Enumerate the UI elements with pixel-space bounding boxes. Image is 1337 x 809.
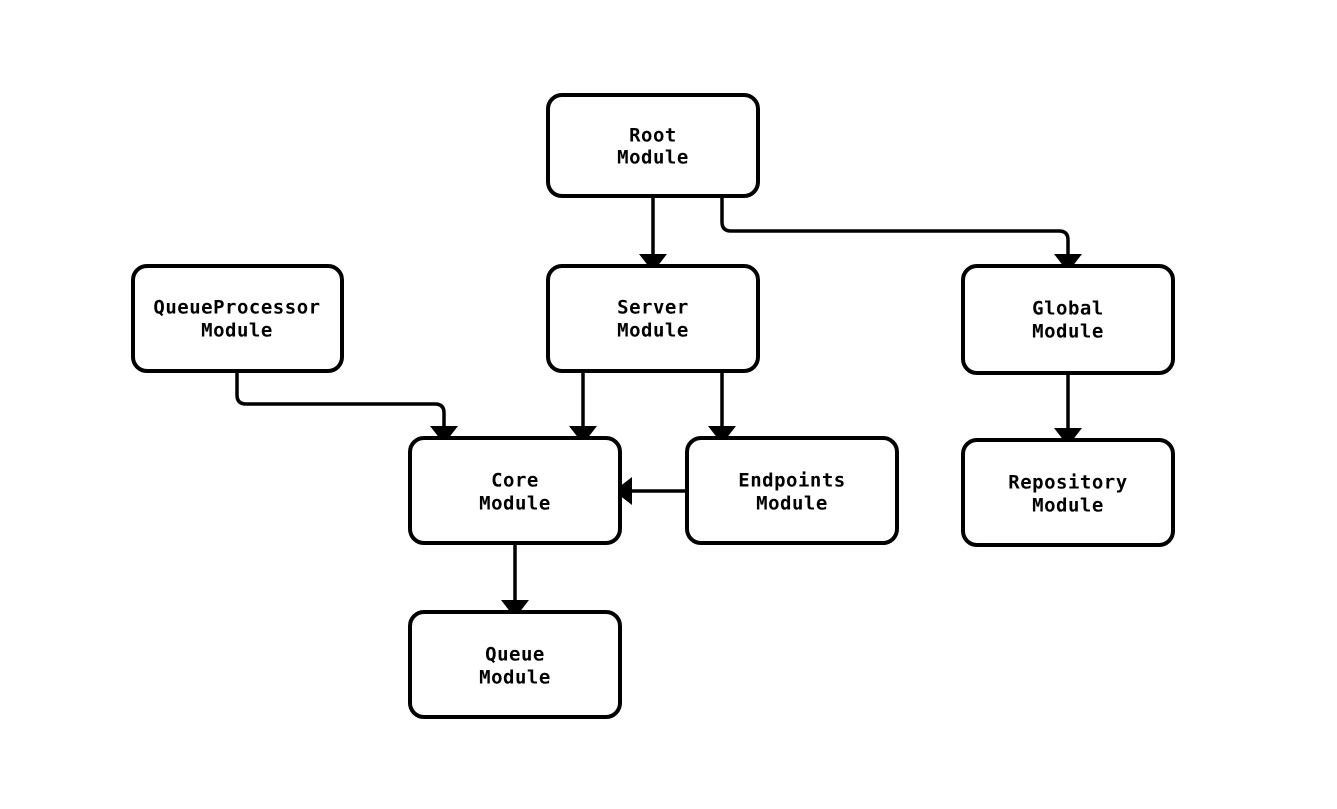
edge-server-to-core [569, 371, 597, 444]
node-root-module-label-line1: Root [629, 125, 677, 147]
node-repository-module-label-line2: Module [1032, 495, 1104, 517]
node-server-module-label-line1: Server [617, 297, 689, 319]
edge-global-to-repository [1054, 373, 1082, 446]
edge-queueprocessor-to-core-line [235, 371, 446, 426]
node-root-module-label-line2: Module [617, 147, 689, 169]
node-endpoints-module-box[interactable] [685, 436, 899, 545]
edge-layer [235, 196, 1082, 618]
node-server-module[interactable]: Server Module [546, 264, 760, 373]
node-global-module-box[interactable] [961, 264, 1175, 375]
edge-root-to-global-arrowhead [1054, 254, 1082, 272]
node-queue-module-box[interactable] [408, 610, 622, 719]
edge-endpoints-to-core-arrowhead [614, 477, 632, 505]
edge-root-to-server-arrowhead [639, 254, 667, 272]
edge-server-to-core-arrowhead [569, 426, 597, 444]
node-core-module[interactable]: Core Module [408, 436, 622, 545]
node-endpoints-module-label-line2: Module [756, 493, 828, 515]
node-queue-module-label-line2: Module [479, 667, 551, 689]
edge-endpoints-to-core [614, 477, 687, 505]
node-queueprocessor-module[interactable]: QueueProcessor Module [131, 264, 344, 373]
edge-server-to-endpoints-arrowhead [708, 426, 736, 444]
node-queueprocessor-module-box[interactable] [131, 264, 344, 373]
node-layer: Root Module QueueProcessor Module Server… [131, 93, 1175, 719]
node-repository-module-label-line1: Repository [1008, 472, 1127, 494]
edge-queueprocessor-to-core-arrowhead [430, 426, 458, 444]
node-queueprocessor-module-label-line1: QueueProcessor [153, 297, 320, 319]
node-global-module[interactable]: Global Module [961, 264, 1175, 375]
node-endpoints-module-label-line1: Endpoints [738, 470, 845, 492]
node-repository-module-box[interactable] [961, 438, 1175, 547]
node-core-module-label-line1: Core [491, 470, 539, 492]
node-endpoints-module[interactable]: Endpoints Module [685, 436, 899, 545]
edge-core-to-queue [501, 543, 529, 618]
edge-server-to-endpoints [708, 371, 736, 444]
node-root-module[interactable]: Root Module [546, 93, 760, 198]
edge-global-to-repository-arrowhead [1054, 428, 1082, 446]
node-server-module-label-line2: Module [617, 320, 689, 342]
node-core-module-label-line2: Module [479, 493, 551, 515]
edge-root-to-global-line [720, 196, 1070, 254]
node-global-module-label-line1: Global [1032, 298, 1104, 320]
edge-root-to-server [639, 196, 667, 272]
edge-queueprocessor-to-core [235, 371, 458, 444]
node-global-module-label-line2: Module [1032, 321, 1104, 343]
node-core-module-box[interactable] [408, 436, 622, 545]
node-root-module-box[interactable] [546, 93, 760, 198]
edge-core-to-queue-arrowhead [501, 600, 529, 618]
node-repository-module[interactable]: Repository Module [961, 438, 1175, 547]
node-queue-module-label-line1: Queue [485, 644, 545, 666]
node-server-module-box[interactable] [546, 264, 760, 373]
node-queue-module[interactable]: Queue Module [408, 610, 622, 719]
edge-root-to-global [720, 196, 1082, 272]
node-queueprocessor-module-label-line2: Module [201, 320, 273, 342]
